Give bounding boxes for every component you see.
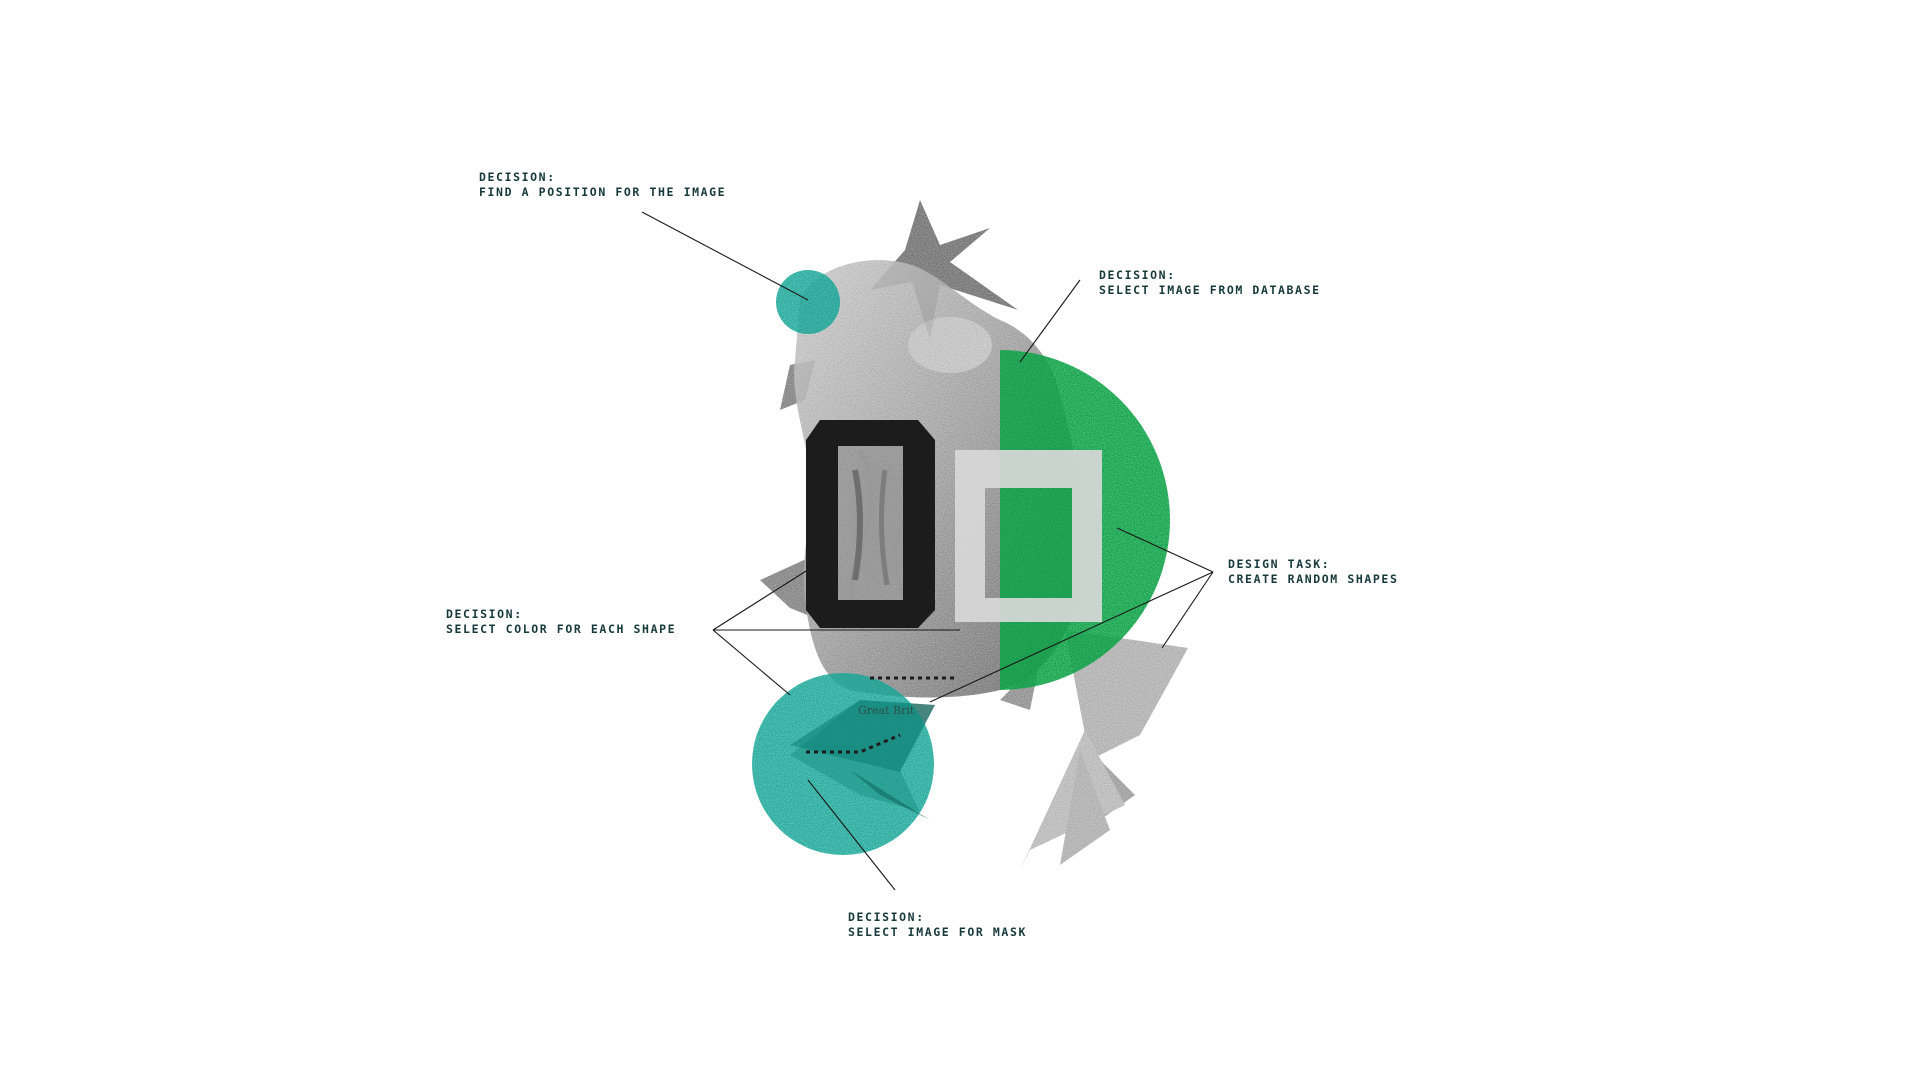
leader-line-database <box>1019 279 1081 363</box>
annotation-mask: DECISION: SELECT IMAGE FOR MASK <box>848 910 1027 940</box>
annotation-heading: DECISION: <box>1099 268 1176 282</box>
large-teal-circle <box>752 673 934 855</box>
leader-line-task <box>929 571 1214 703</box>
star-shape <box>870 200 1018 340</box>
annotation-position: DECISION: FIND A POSITION FOR THE IMAGE <box>479 170 726 200</box>
annotation-heading: DECISION: <box>479 170 556 184</box>
leader-line-color <box>712 629 791 696</box>
annotation-text: CREATE RANDOM SHAPES <box>1228 572 1399 586</box>
leader-line-color <box>712 565 815 631</box>
shoulder-shape <box>908 317 992 373</box>
collage-caption: Great Brit <box>858 704 915 717</box>
leader-line-mask <box>807 779 896 891</box>
annotation-heading: DECISION: <box>446 607 523 621</box>
shard-shape <box>1060 750 1110 865</box>
annotation-text: SELECT COLOR FOR EACH SHAPE <box>446 622 677 636</box>
leader-line-position <box>641 211 809 301</box>
grey-frame-shape <box>955 450 1102 622</box>
annotation-text: SELECT IMAGE FOR MASK <box>848 925 1027 939</box>
mask-overlay-shape <box>790 700 935 772</box>
annotation-database: DECISION: SELECT IMAGE FROM DATABASE <box>1099 268 1321 298</box>
annotation-design-task: DESIGN TASK: CREATE RANDOM SHAPES <box>1228 557 1398 587</box>
annotation-color: DECISION: SELECT COLOR FOR EACH SHAPE <box>446 607 676 637</box>
annotation-text: FIND A POSITION FOR THE IMAGE <box>479 185 727 199</box>
mask-overlay-shape <box>850 770 930 820</box>
annotation-heading: DECISION: <box>848 910 925 924</box>
leader-line-task <box>1116 527 1214 573</box>
annotation-heading: DESIGN TASK: <box>1228 557 1331 571</box>
dotted-line <box>806 733 901 754</box>
shard-shape <box>1065 630 1188 760</box>
annotation-text: SELECT IMAGE FROM DATABASE <box>1099 283 1321 297</box>
small-teal-circle <box>776 270 840 334</box>
leader-lines <box>641 211 1214 891</box>
leader-line-task <box>1161 571 1214 649</box>
black-zero-glyph <box>806 420 935 628</box>
